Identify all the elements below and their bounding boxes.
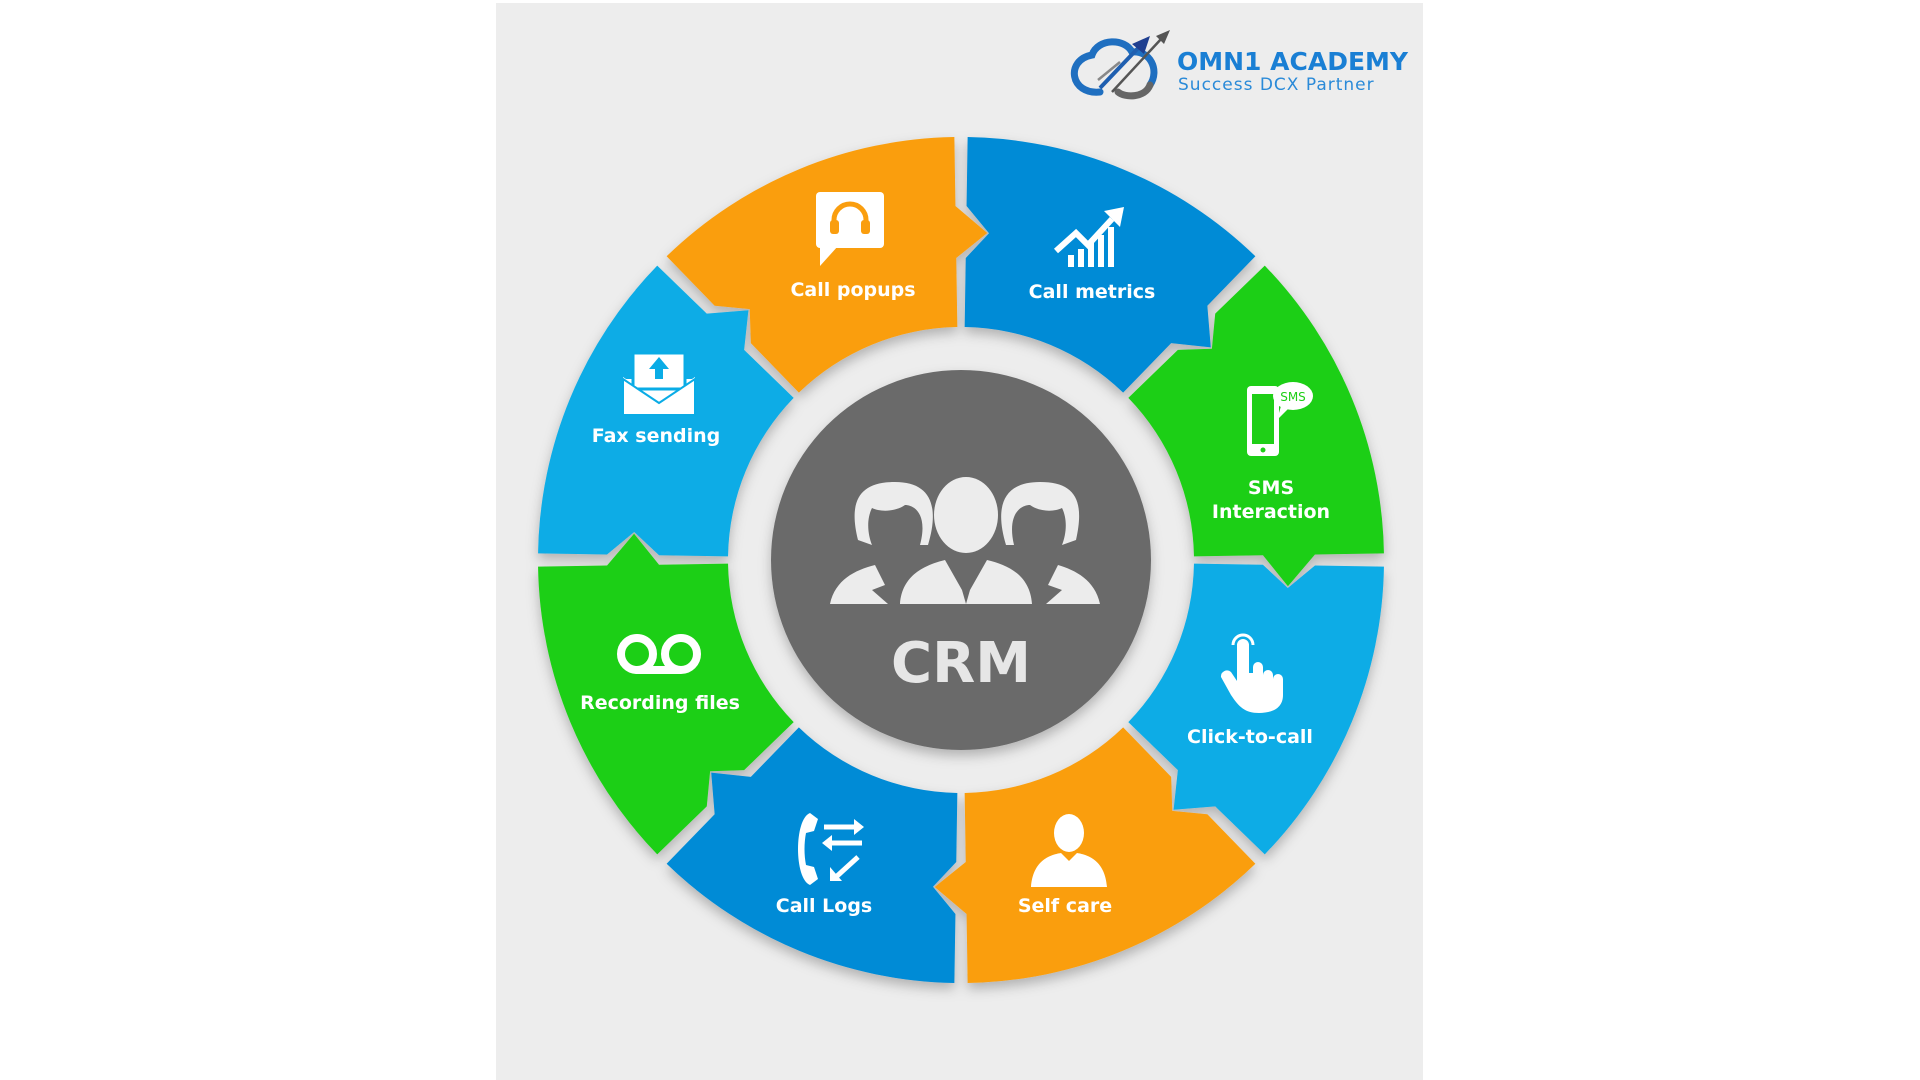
segment-label: Self care: [1018, 895, 1112, 917]
cloud-arrow-logo-icon: [1071, 30, 1170, 100]
segment-call-popups: [666, 137, 988, 393]
logo-subtitle: Success DCX Partner: [1178, 75, 1375, 95]
envelope-upload-icon: [622, 351, 696, 416]
omn1-academy-logo: OMN1 ACADEMY Success DCX Partner: [1071, 30, 1409, 100]
hand-pointer-icon: [1220, 633, 1283, 713]
segment-label: Recording files: [580, 692, 740, 714]
phone-sms-icon: SMS: [1247, 382, 1313, 456]
people-group-icon: [830, 477, 1100, 604]
crm-label: CRM: [891, 631, 1031, 696]
segment-recording-files: [538, 533, 794, 855]
segment-call-logs: [666, 727, 958, 983]
segment-label: Call Logs: [776, 895, 872, 917]
segment-label: Call popups: [790, 279, 915, 301]
voicemail-icon: [617, 634, 701, 674]
crm-center: CRM: [771, 370, 1151, 750]
headset-chat-icon: [816, 192, 884, 266]
segment-label: Call metrics: [1029, 281, 1156, 303]
phone-transfer-icon: [798, 813, 864, 885]
segment-label: Click-to-call: [1187, 726, 1313, 748]
center-circle: [771, 370, 1151, 750]
segment-label: SMS: [1248, 477, 1294, 499]
chart-growth-icon: [1053, 207, 1124, 267]
segment-label-line2: Interaction: [1212, 501, 1330, 523]
user-icon: [1031, 814, 1107, 887]
logo-title: OMN1 ACADEMY: [1177, 47, 1409, 76]
segment-label: Fax sending: [592, 425, 721, 447]
segment-self-care: [934, 727, 1256, 983]
svg-text:SMS: SMS: [1280, 390, 1306, 404]
